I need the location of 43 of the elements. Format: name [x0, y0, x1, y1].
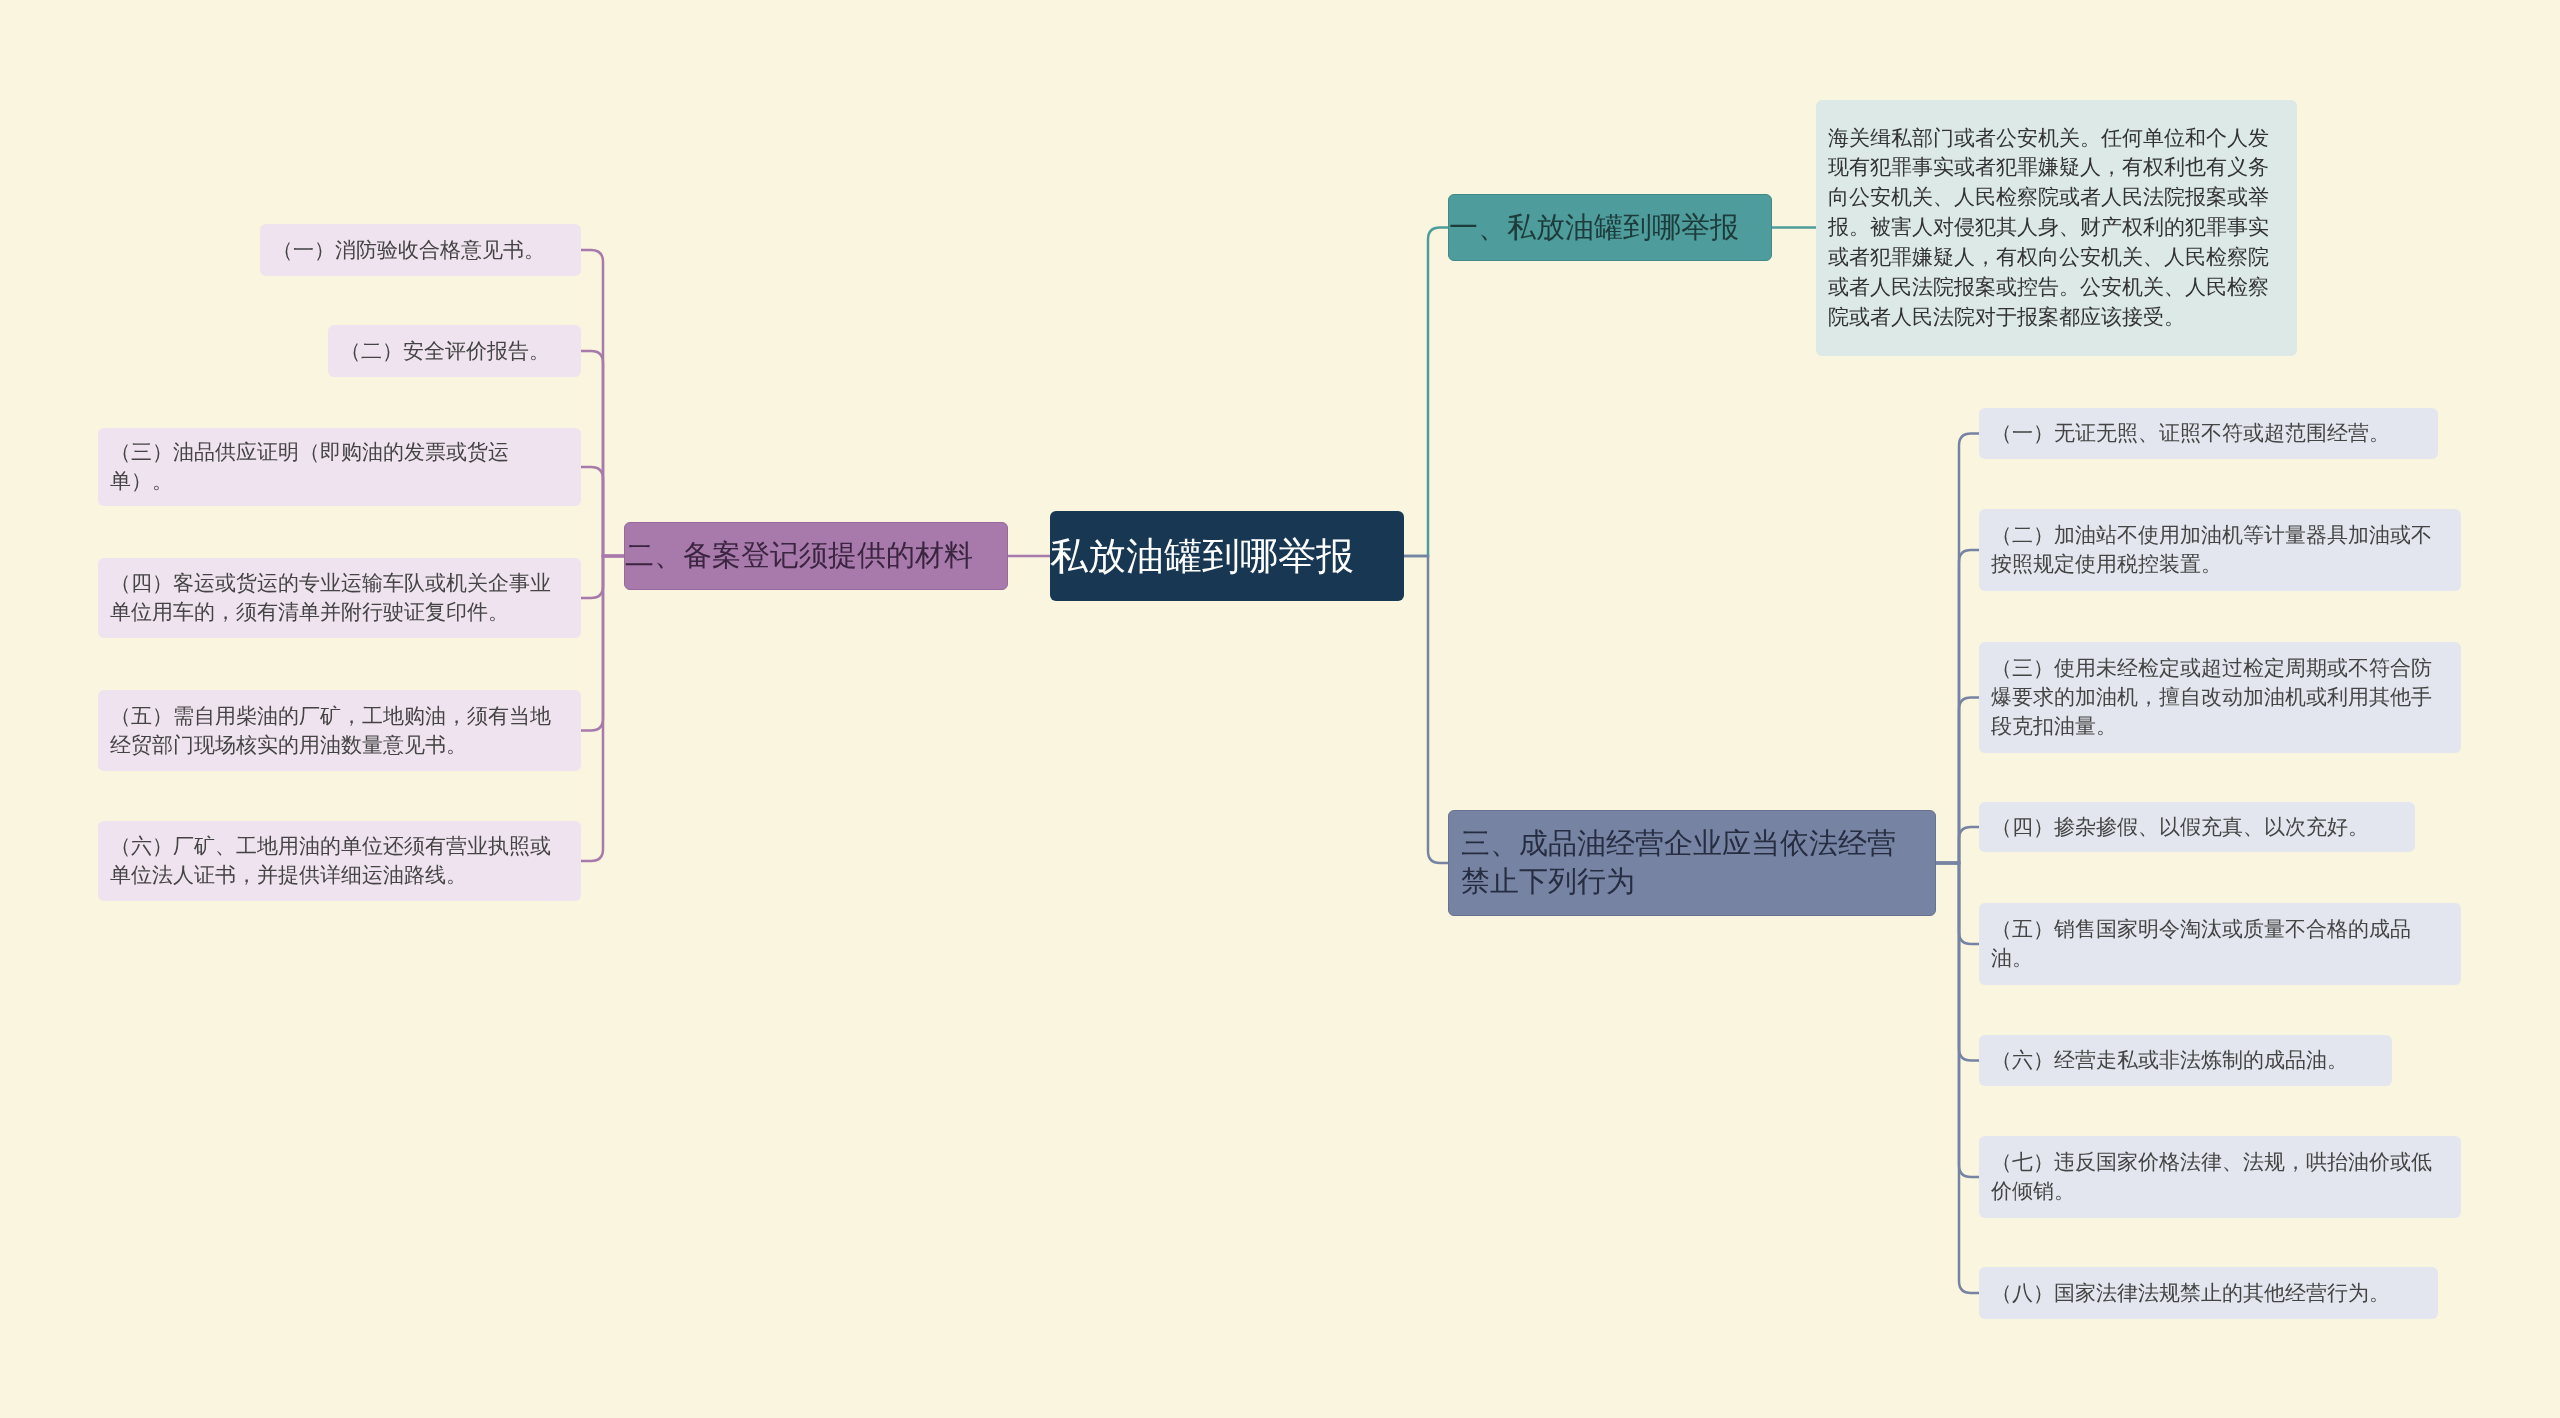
subtopic-card [328, 325, 581, 377]
node-text: 三、成品油经营企业应当依法经营禁止下列行为 [1461, 825, 1897, 900]
branch-topic [1448, 810, 1936, 916]
node-text: （一）消防验收合格意见书。 [272, 236, 546, 264]
node-text: （一）无证无照、证照不符或超范围经营。 [1991, 420, 2391, 447]
node-text: （六）经营走私或非法炼制的成品油。 [1991, 1047, 2349, 1074]
subtopic-card [1979, 903, 2461, 985]
node-text: （四）客运或货运的专业运输车队或机关企事业单位用车的，须有清单并附行驶证复印件。 [110, 570, 552, 626]
connector-line [1008, 554, 1050, 558]
node-text: 私放油罐到哪举报 [1050, 532, 1355, 580]
node-text: （二）加油站不使用加油机等计量器具加油或不按照规定使用税控装置。 [1991, 522, 2433, 578]
node-text: （三）使用未经检定或超过检定周期或不符合防爆要求的加油机，擅自改动加油机或利用其他手段克扣油量。 [1991, 655, 2433, 740]
detail-card [1816, 100, 2297, 356]
branch-topic [624, 522, 1008, 590]
node-text: （三）油品供应证明（即购油的发票或货运单）。 [110, 439, 510, 495]
subtopic-card [1979, 1267, 2438, 1319]
subtopic-card [98, 690, 581, 771]
connector-line [1936, 861, 1979, 1295]
subtopic-card [98, 821, 581, 901]
subtopic-card [1979, 802, 2415, 852]
node-text: 二、备案登记须提供的材料 [625, 537, 974, 575]
node-text: （五）需自用柴油的厂矿，工地购油，须有当地经贸部门现场核实的用油数量意见书。 [110, 702, 552, 759]
subtopic-card [1979, 1136, 2461, 1218]
subtopic-card [1979, 642, 2461, 753]
connector-line [1772, 226, 1816, 229]
subtopic-card [1979, 408, 2438, 459]
node-text: （五）销售国家明令淘汰或质量不合格的成品油。 [1991, 916, 2412, 972]
subtopic-card [98, 558, 581, 638]
subtopic-card [1979, 509, 2461, 591]
node-text: （八）国家法律法规禁止的其他经营行为。 [1991, 1279, 2391, 1307]
connector-line [581, 554, 624, 863]
node-text: 一、私放油罐到哪举报 [1449, 208, 1740, 246]
node-text: （四）掺杂掺假、以假充真、以次充好。 [1991, 813, 2370, 841]
subtopic-card [260, 224, 581, 276]
central-topic [1050, 511, 1404, 601]
node-text: 海关缉私部门或者公安机关。任何单位和个人发现有犯罪事实或者犯罪嫌疑人，有权利也有义务向公安机关、人民检察院或者人民法院报案或举报。被害人对侵犯其人身、财产权利的犯罪事实或者犯罪嫌疑人，有权向公安机关、人民检察院或者人民法院报案或控告。公安机关、人民检察院或者人民法院对于报案都应该接受。 [1828, 124, 2270, 331]
subtopic-card [1979, 1035, 2392, 1086]
subtopic-card [98, 428, 581, 506]
branch-topic [1448, 194, 1772, 261]
node-text: （六）厂矿、工地用油的单位还须有营业执照或单位法人证书，并提供详细运油路线。 [110, 833, 552, 889]
node-text: （七）违反国家价格法律、法规，哄抬油价或低价倾销。 [1991, 1149, 2433, 1205]
node-text: （二）安全评价报告。 [340, 337, 551, 365]
connector-line [1404, 554, 1448, 865]
